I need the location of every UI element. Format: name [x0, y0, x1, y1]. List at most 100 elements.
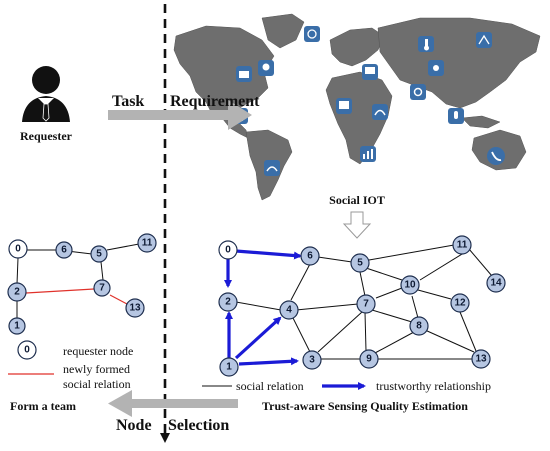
microphone-icon: [448, 108, 464, 124]
iot-edge: [417, 289, 452, 300]
svg-text:1: 1: [14, 321, 20, 332]
form-team-arrow: [108, 390, 238, 417]
svg-text:0: 0: [24, 345, 30, 356]
iot-edge: [411, 295, 419, 319]
social-iot-label: Social IOT: [329, 193, 385, 207]
legend-requester-node: 0: [17, 340, 37, 360]
headphone-icon: [372, 104, 388, 120]
iot-node: 4: [279, 300, 299, 320]
trust-edge: [235, 249, 302, 260]
team-edge: [16, 257, 19, 285]
iot-node: 7: [356, 294, 376, 314]
svg-text:7: 7: [363, 299, 369, 310]
iot-node: 13: [471, 349, 491, 369]
legend-new-relation-text-1: newly formed: [63, 362, 130, 376]
iot-edge: [374, 331, 415, 354]
satellite-icon: [476, 32, 492, 48]
svg-text:8: 8: [416, 321, 422, 332]
team-new-relation-edge: [109, 294, 128, 305]
iot-node: 11: [452, 235, 472, 255]
iot-edge: [359, 271, 366, 297]
trust-edge: [238, 357, 299, 366]
svg-text:1: 1: [226, 362, 232, 373]
left-legend: 0 requester node newly formed social rel…: [8, 340, 133, 391]
svg-text:9: 9: [366, 354, 372, 365]
team-new-relation-edge: [25, 288, 95, 294]
team-node: 1: [8, 317, 26, 335]
team-node: 11: [137, 233, 157, 253]
iot-node: 1: [219, 357, 239, 377]
iot-node: 14: [486, 273, 506, 293]
tv-icon: [336, 98, 352, 114]
thermometer-icon: [418, 36, 434, 52]
iot-edge: [375, 287, 403, 299]
monitor-icon: [362, 64, 378, 80]
team-node: 0: [8, 239, 28, 259]
legend-trustworthy-text: trustworthy relationship: [376, 379, 491, 393]
world-map: [172, 10, 544, 202]
phone-icon: [487, 147, 505, 165]
task-requirement-arrow: [108, 100, 252, 130]
iot-node: 8: [409, 316, 429, 336]
svg-text:14: 14: [490, 278, 502, 289]
svg-text:6: 6: [307, 251, 313, 262]
svg-text:2: 2: [14, 287, 20, 298]
team-node: 6: [55, 241, 73, 259]
legend-requester-text: requester node: [63, 344, 133, 358]
svg-text:2: 2: [225, 297, 231, 308]
team-node: 2: [7, 282, 27, 302]
svg-text:12: 12: [454, 298, 466, 309]
team-node: 7: [93, 279, 111, 297]
iot-edge: [468, 248, 493, 277]
legend-social-relation-text: social relation: [236, 379, 304, 393]
iot-edge: [292, 317, 311, 353]
requester-icon: [22, 66, 70, 122]
iot-edge: [368, 244, 455, 261]
iot-node: 9: [359, 349, 379, 369]
iot-node: 12: [450, 293, 470, 313]
svg-text:3: 3: [309, 355, 315, 366]
team-graph: 0 6 5 11 2 7 13 1: [7, 233, 157, 335]
iot-node: 0: [218, 240, 238, 260]
svg-text:0: 0: [15, 244, 21, 255]
iot-graph: 0 6 5 11 14 2 4 7 10 12 8 1 3 9 13: [218, 235, 506, 377]
legend-new-relation-text-2: social relation: [63, 377, 131, 391]
iot-edge: [290, 263, 311, 301]
svg-text:13: 13: [129, 303, 141, 314]
svg-text:11: 11: [142, 238, 153, 249]
task-requirement-label-1: Task: [112, 93, 144, 110]
iot-node: 10: [400, 275, 420, 295]
node-selection-label-2: Selection: [168, 417, 229, 434]
social-iot-arrow: [342, 211, 372, 239]
iot-edge: [317, 256, 353, 263]
camera-icon: [236, 66, 252, 82]
trust-edge: [234, 316, 282, 360]
task-requirement-label-2: Requirement: [170, 93, 260, 110]
iot-edge: [235, 301, 282, 311]
team-edge: [100, 261, 104, 281]
team-node: 5: [90, 245, 108, 263]
bottom-legend: social relation trustworthy relationship: [202, 379, 491, 393]
svg-text:13: 13: [475, 354, 487, 365]
svg-text:0: 0: [225, 245, 231, 256]
team-node: 13: [125, 298, 145, 318]
iot-edge: [295, 303, 359, 311]
svg-text:5: 5: [357, 258, 363, 269]
projector-icon: [428, 60, 444, 76]
chart-icon: [360, 146, 376, 162]
iot-edge: [364, 311, 367, 352]
iot-node: 2: [218, 292, 238, 312]
team-edge: [106, 243, 140, 251]
map-indonesia: [461, 115, 501, 129]
radio-tower-icon: [304, 26, 320, 42]
iot-node: 6: [300, 246, 320, 266]
svg-text:7: 7: [99, 283, 105, 294]
iot-edge: [317, 311, 363, 353]
gear-icon: [410, 84, 426, 100]
speedometer-icon: [264, 160, 280, 176]
form-team-label: Form a team: [10, 399, 76, 413]
trust-estimation-label: Trust-aware Sensing Quality Estimation: [262, 399, 468, 413]
svg-text:11: 11: [457, 240, 468, 251]
svg-text:6: 6: [61, 245, 67, 256]
